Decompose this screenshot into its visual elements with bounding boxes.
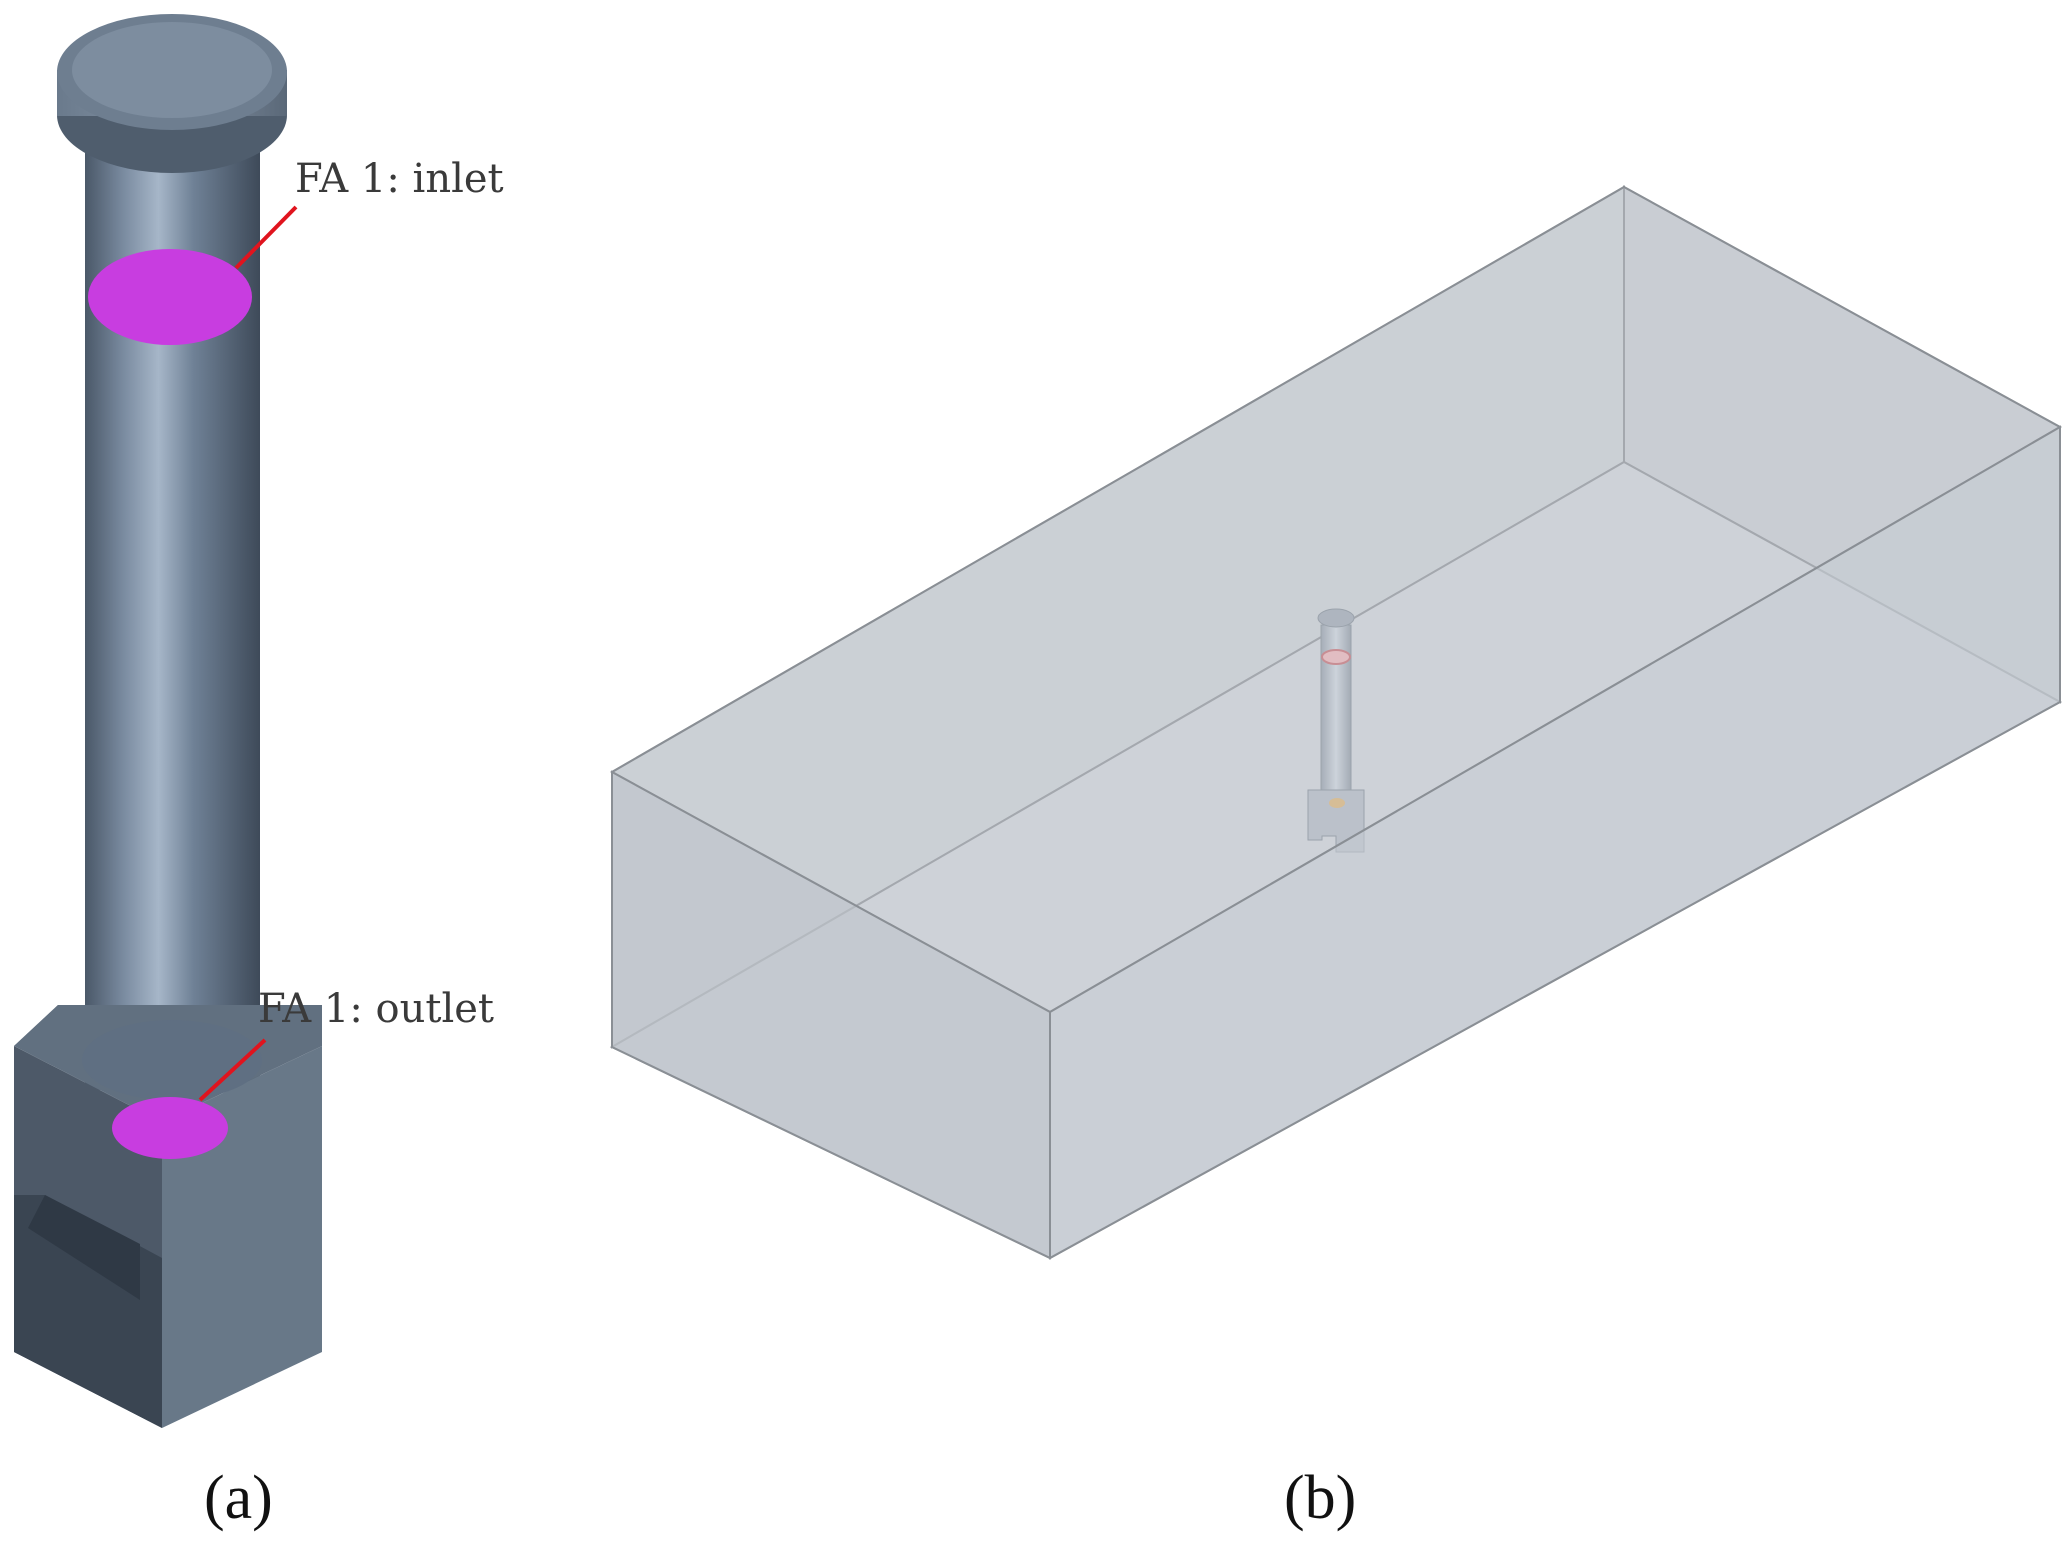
outlet-face (112, 1097, 228, 1159)
embedded-pipe-cap (1317, 608, 1355, 628)
panel-b-model (609, 185, 2063, 1260)
inlet-leader-line (234, 205, 298, 270)
box-front-right-face (1049, 425, 2061, 1260)
panel-a-model: FA 1: inlet FA 1: outlet (14, 14, 504, 1428)
panel-b-label: (b) (1284, 1464, 1356, 1532)
embedded-inlet-face (1321, 649, 1351, 665)
embedded-support (1307, 789, 1365, 853)
embedded-outlet-face (1329, 798, 1345, 808)
cap-top-highlight (72, 22, 272, 118)
pipe-foot (82, 1020, 262, 1100)
inlet-face (88, 249, 252, 345)
inlet-label: FA 1: inlet (295, 156, 504, 202)
outlet-label: FA 1: outlet (258, 986, 494, 1032)
embedded-pipe-model (1307, 608, 1365, 853)
panel-a-label: (a) (204, 1464, 273, 1532)
support-slot-inner (28, 1195, 140, 1300)
outlet-leader-line (198, 1038, 267, 1102)
